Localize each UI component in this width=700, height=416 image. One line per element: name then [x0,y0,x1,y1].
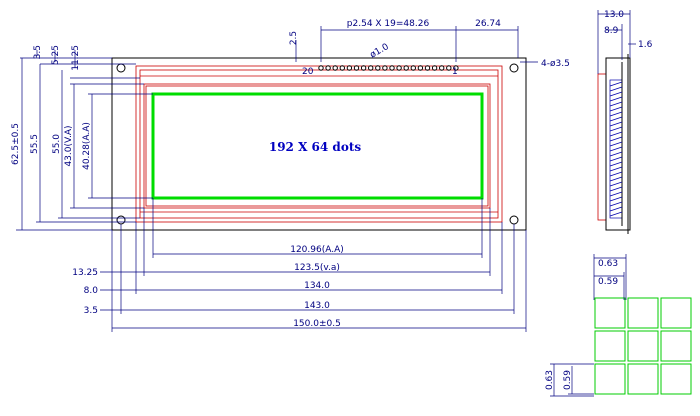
pin [318,65,324,71]
pin [353,65,360,71]
dot-cell [594,363,626,395]
pin [368,65,374,71]
svg-text:123.5(v.a): 123.5(v.a) [294,263,340,273]
svg-text:0.59: 0.59 [563,370,573,390]
pin [382,65,388,71]
module-outline [111,57,527,231]
svg-text:55.0: 55.0 [52,134,62,154]
pin-gap-label: 2.5 [289,31,299,45]
dot-cell [660,363,692,395]
svg-text:134.0: 134.0 [304,281,330,291]
svg-text:13.0: 13.0 [604,10,624,20]
side-dimensions: 13.0 8.9 1.6 [597,10,653,74]
svg-text:0.63: 0.63 [545,370,555,390]
pin-pitch-label: p2.54 X 19=48.26 [347,19,430,29]
side-view [597,54,631,234]
svg-text:0.59: 0.59 [598,277,618,287]
pin [403,65,409,71]
left-dimensions: 62.5±0.5 55.5 55.0 43.0(V.A) 40.28(A.A) [11,58,153,231]
svg-text:55.5: 55.5 [30,134,40,154]
hole-label: 4-ø3.5 [541,59,570,69]
pin-header [318,65,459,71]
pin [431,65,438,71]
pin-first-label: 20 [302,67,314,77]
svg-text:3.5: 3.5 [33,45,43,59]
svg-text:150.0±0.5: 150.0±0.5 [293,319,341,329]
svg-text:120.96(A.A): 120.96(A.A) [290,245,344,255]
svg-text:1.6: 1.6 [638,40,653,50]
svg-text:8.0: 8.0 [84,286,99,296]
resolution-label: 192 X 64 dots [269,140,362,154]
pin [446,65,452,71]
pin-last-label: 1 [452,67,458,77]
pin [417,65,424,71]
pin [424,65,431,71]
svg-text:143.0: 143.0 [304,301,330,311]
top-left-dimensions: 3.5 5.25 11.25 [20,45,140,79]
pin [453,65,459,71]
pin [332,65,338,71]
pin [360,65,367,71]
svg-text:5.25: 5.25 [51,45,61,65]
svg-text:0.63: 0.63 [598,259,618,269]
dot-cell [627,363,659,395]
active-area [151,92,484,200]
pin [410,65,416,71]
pin [375,65,381,71]
pin [389,65,395,71]
dot-cell [660,330,692,362]
pin [396,65,402,71]
dot-detail [594,297,692,395]
svg-text:40.28(A.A): 40.28(A.A) [82,122,92,170]
bottom-dimensions: 120.96(A.A) 123.5(v.a) 134.0 143.0 150.0… [72,198,527,332]
pin [325,65,331,71]
dot-cell [594,330,626,362]
svg-text:3.5: 3.5 [84,306,98,316]
svg-text:8.9: 8.9 [604,26,619,36]
dot-cell [627,297,659,329]
dot-dimensions: 0.63 0.59 0.63 0.59 [545,254,627,397]
svg-text:43.0(V.A): 43.0(V.A) [64,125,74,166]
dot-cell [627,330,659,362]
pin [346,65,353,71]
dot-cell [594,297,626,329]
pin [339,65,345,71]
pin [439,65,445,71]
pin-offset-label: 26.74 [475,19,501,29]
svg-text:62.5±0.5: 62.5±0.5 [11,123,21,165]
svg-text:13.25: 13.25 [72,268,98,278]
dot-cell [660,297,692,329]
